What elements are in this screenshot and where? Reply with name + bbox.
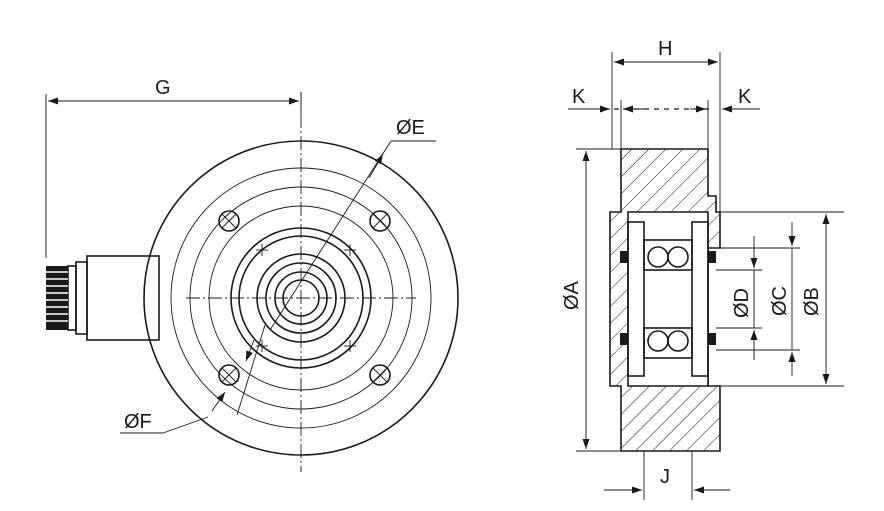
dimension-a [576, 148, 621, 452]
label-h: H [658, 38, 672, 60]
dimension-f [120, 324, 266, 434]
dimension-k-left [568, 100, 645, 149]
connector-housing [46, 255, 160, 341]
dimension-k-right [690, 100, 760, 149]
front-view: G ØE ØF [45, 77, 459, 472]
inner-bore [627, 211, 709, 387]
label-f: ØF [124, 411, 152, 433]
bearing-balls [647, 246, 689, 352]
label-b: ØB [801, 287, 823, 316]
label-k-right: K [738, 86, 752, 108]
dimension-b [720, 211, 844, 387]
label-k-left: K [572, 86, 586, 108]
dimension-h [611, 52, 721, 212]
label-j: J [660, 466, 670, 488]
label-c: ØC [769, 286, 791, 316]
section-view: H K K ØA ØB [561, 38, 844, 500]
dimension-d [716, 236, 762, 360]
dimension-c [716, 222, 800, 376]
mounting-holes [218, 210, 391, 386]
label-e: ØE [396, 117, 425, 139]
label-g: G [155, 77, 171, 99]
label-d: ØD [731, 288, 753, 318]
dimension-e [269, 140, 436, 331]
label-a: ØA [561, 280, 583, 310]
dimension-j [604, 451, 730, 500]
threaded-holes [256, 244, 356, 352]
dimension-g [45, 92, 302, 258]
